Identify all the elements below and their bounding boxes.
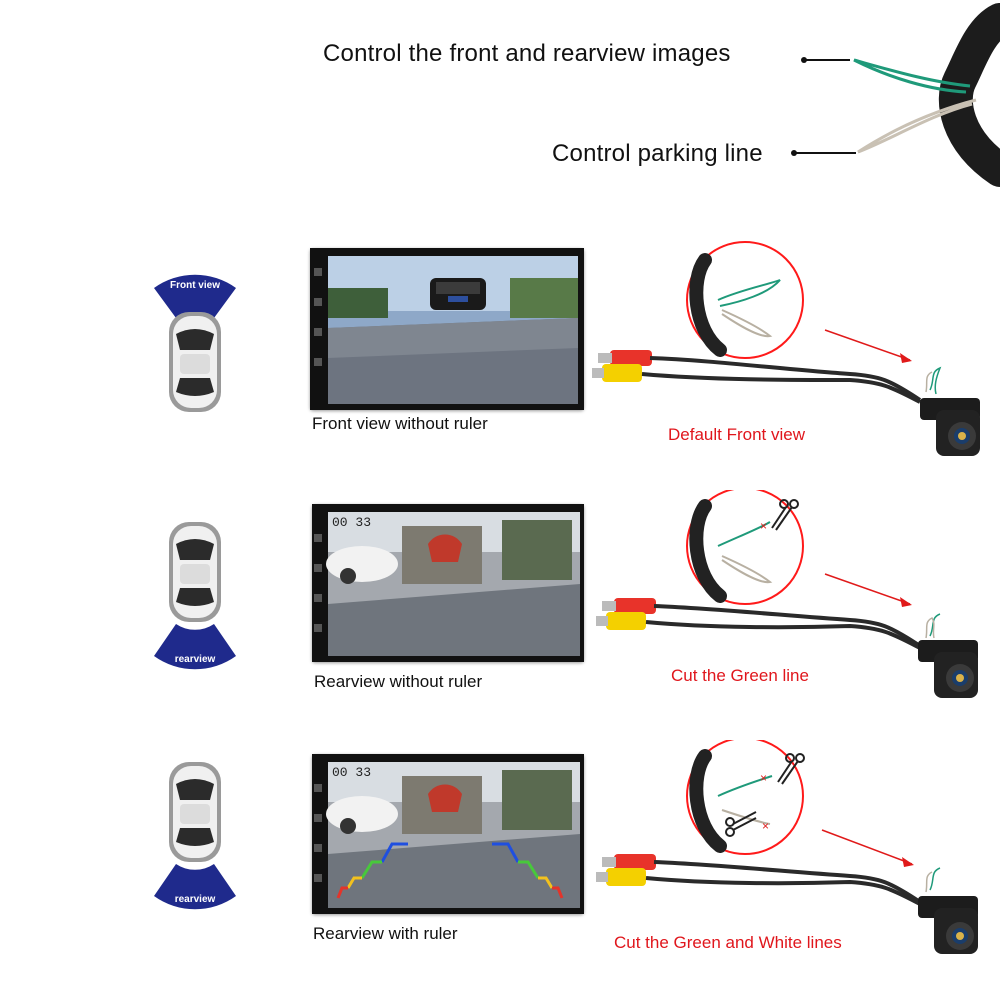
fan-rear-1	[154, 624, 236, 670]
magnifier-circle-rear-1	[686, 490, 804, 605]
screen-caption-front: Front view without ruler	[312, 414, 488, 433]
fan-label-front: Front view	[170, 280, 220, 291]
rca-connectors-rear-1	[596, 598, 656, 630]
parking-guide-lines	[336, 842, 564, 899]
head-unit-screen-front	[310, 248, 584, 410]
arrow-icon	[824, 329, 912, 363]
head-unit-screen-rear-1: 00 33	[312, 504, 584, 662]
fan-label-rear-2: rearview	[175, 894, 216, 905]
row-rearview-with-ruler: rearview 00 33	[0, 740, 1000, 970]
wire-diagram-rear-2: × ×	[596, 740, 978, 954]
rca-connectors-front	[592, 350, 652, 382]
svg-text:×: ×	[760, 771, 767, 785]
fan-rear-2	[154, 864, 236, 910]
screen-image-rear-2: 00 33	[312, 754, 584, 914]
legend-cable	[938, 3, 1000, 187]
wire-diagram-rear-1: ×	[596, 490, 978, 698]
arrow-icon	[824, 573, 912, 607]
magnifier-white-wire-front	[721, 309, 773, 338]
car-icon	[169, 312, 221, 412]
camera-icon	[918, 896, 978, 954]
car-fan-graphic-rear-1: rearview	[154, 522, 236, 670]
mode-caption-front: Default Front view	[668, 425, 805, 444]
legend-green-wire	[853, 58, 971, 94]
legend-wires-graphic	[791, 3, 1000, 187]
screen-caption-rear-2: Rearview with ruler	[313, 924, 458, 943]
svg-text:×: ×	[760, 519, 767, 533]
wire-diagram-front	[592, 241, 980, 456]
car-icon	[169, 522, 221, 622]
camera-icon	[918, 640, 978, 698]
car-fan-graphic-front: Front view	[154, 274, 236, 412]
magnifier-circle-rear-2	[686, 740, 804, 855]
arrow-icon	[821, 829, 914, 867]
magnifier-green-wire-front	[717, 279, 781, 307]
legend-parking-text: Control parking line	[552, 140, 763, 167]
head-unit-screen-rear-2: 00 33	[312, 754, 584, 914]
main-cable-front	[649, 356, 922, 402]
scissors-icon	[777, 753, 805, 785]
camera-icon	[920, 398, 980, 456]
legend-dot-white	[791, 150, 797, 156]
screen-image-front	[310, 248, 584, 410]
main-cable-rear-1	[653, 604, 922, 648]
screen-caption-rear-1: Rearview without ruler	[314, 672, 483, 691]
row-front-view: Front view Front view without ru	[0, 240, 1000, 456]
rca-connectors-rear-2	[596, 854, 656, 886]
magnifier-white-wire-rear-2	[721, 809, 771, 825]
car-icon	[169, 762, 221, 862]
legend-dot-green	[801, 57, 807, 63]
mode-caption-rear-2: Cut the Green and White lines	[614, 933, 842, 952]
row-rearview-no-ruler: rearview 00 33 Rearview without ruler ×	[0, 490, 1000, 710]
scissors-icon	[725, 811, 757, 837]
magnifier-green-wire-rear-2	[717, 775, 773, 797]
main-cable-rear-2	[653, 860, 922, 904]
fan-label-rear-1: rearview	[175, 654, 216, 665]
legend-front-rear-text: Control the front and rearview images	[323, 40, 731, 67]
scissors-icon	[771, 499, 799, 531]
legend-white-wire	[857, 98, 977, 154]
screen-image-rear-1: 00 33	[312, 504, 584, 662]
mode-caption-rear-1: Cut the Green line	[671, 666, 809, 685]
fan-front	[154, 274, 236, 318]
car-fan-graphic-rear-2: rearview	[154, 762, 236, 910]
svg-text:×: ×	[762, 819, 769, 833]
magnifier-green-wire-rear-1	[717, 521, 771, 547]
screen-time-rear-2: 00 33	[332, 765, 371, 780]
magnifier-white-wire-rear-1	[721, 555, 773, 584]
screen-time-rear-1: 00 33	[332, 515, 371, 530]
